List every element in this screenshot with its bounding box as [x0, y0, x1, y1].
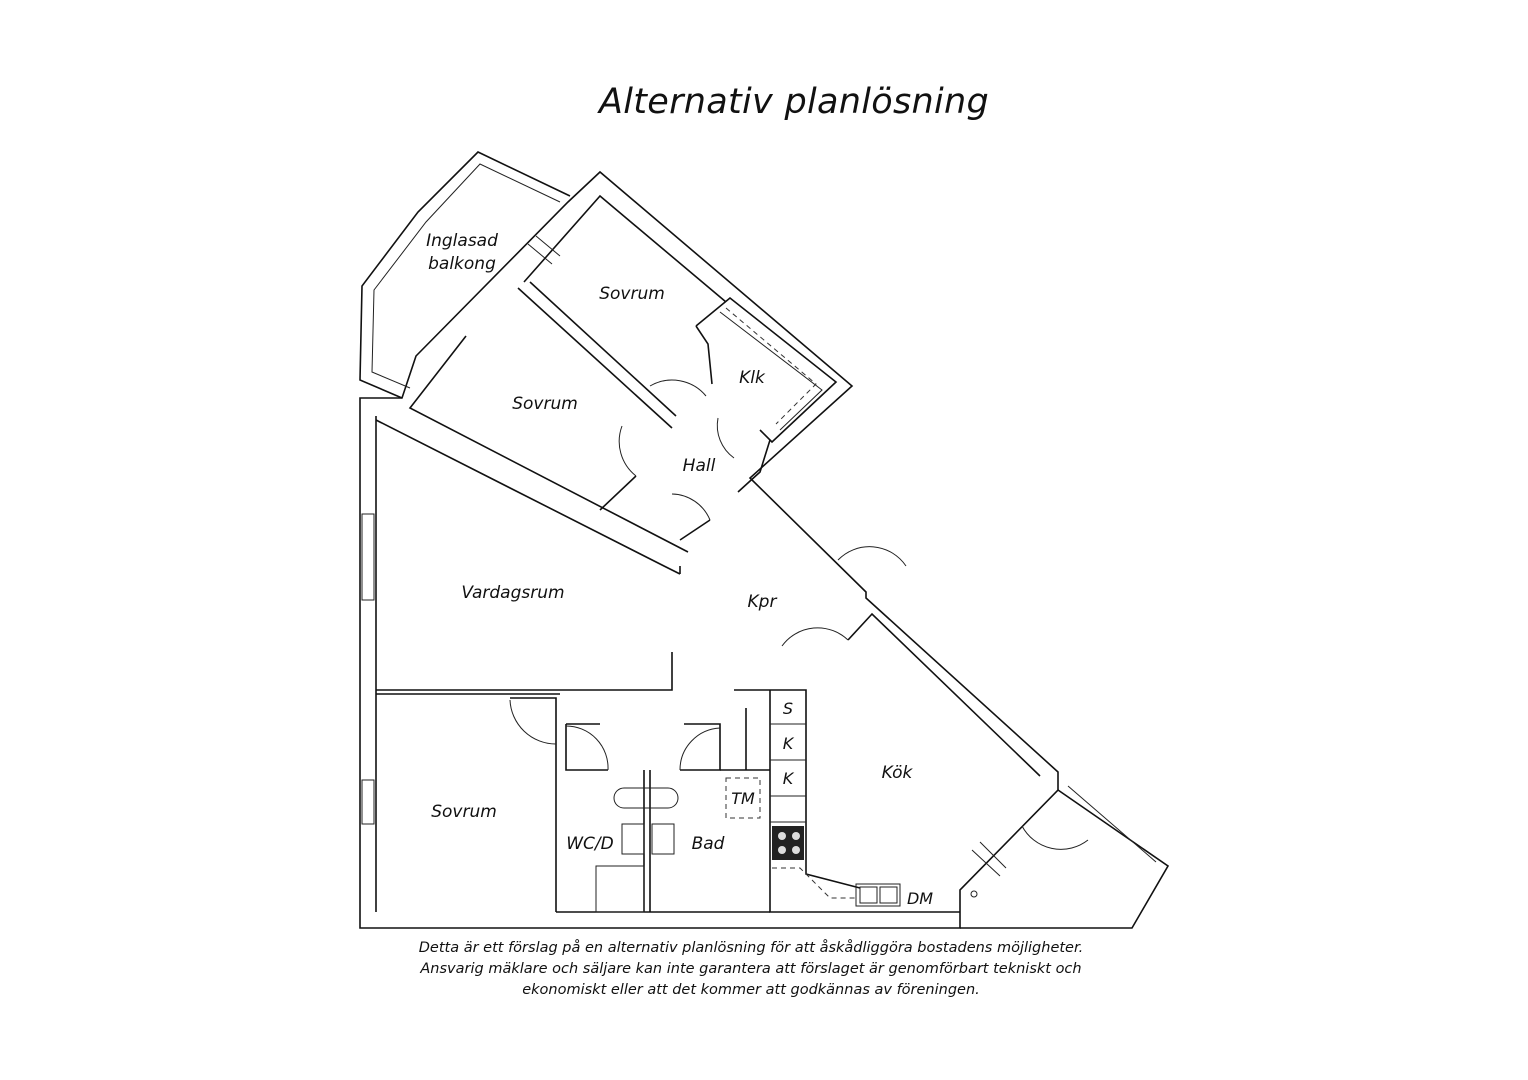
doors: [509, 379, 1089, 850]
disclaimer-line-2: Ansvarig mäklare och säljare kan inte ga…: [420, 961, 1082, 977]
fixtures: [595, 777, 901, 913]
disclaimer-line-3: ekonomiskt eller att det kommer att godk…: [522, 982, 980, 998]
label-bedroom-bottom: Sovrum: [431, 802, 497, 822]
label-wardrobe-k1: K: [783, 734, 795, 753]
label-glazed-balcony-2: balkong: [428, 254, 496, 274]
plan-title: Alternativ planlösning: [598, 82, 990, 122]
room-labels: Inglasad balkong Sovrum Sovrum Klk Hall …: [426, 231, 933, 908]
label-wardrobe-s: S: [783, 699, 793, 718]
walls: [359, 151, 1170, 929]
label-wc: WC/D: [566, 834, 614, 854]
label-closet: Klk: [739, 368, 766, 388]
label-glazed-balcony-1: Inglasad: [426, 231, 498, 251]
label-dishwasher: DM: [907, 889, 933, 908]
label-kitchen: Kök: [882, 763, 914, 783]
label-bedroom-middle: Sovrum: [512, 394, 578, 414]
label-bedroom-top: Sovrum: [599, 284, 665, 304]
label-corridor: Kpr: [748, 592, 778, 612]
label-laundry: TM: [731, 789, 755, 808]
disclaimer-line-1: Detta är ett förslag på en alternativ pl…: [418, 940, 1084, 956]
label-living-room: Vardagsrum: [461, 583, 564, 603]
label-bath: Bad: [692, 834, 725, 854]
label-hall: Hall: [683, 456, 716, 476]
label-wardrobe-k2: K: [783, 769, 795, 788]
disclaimer: Detta är ett förslag på en alternativ pl…: [380, 938, 1122, 1001]
